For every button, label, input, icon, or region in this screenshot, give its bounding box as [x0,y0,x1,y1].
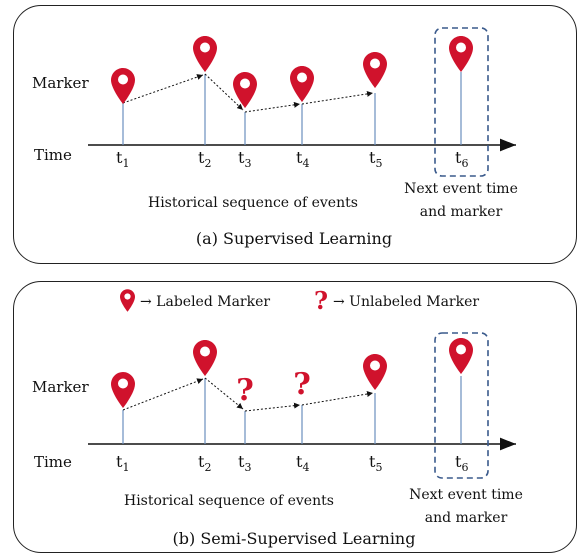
transition-arrow [122,74,204,104]
time-label-t6: t6 [455,148,468,170]
transition-arrow [244,402,301,412]
location-pin-icon [111,68,135,104]
transition-arrow [301,391,374,406]
location-pin-icon [449,36,473,72]
transition-arrow [122,378,204,411]
caption-supervised: (a) Supervised Learning [196,229,392,248]
time-axis-label: Time [34,453,72,471]
time-label-t3: t3 [238,452,251,474]
historical-sequence-label: Historical sequence of events [148,195,358,211]
question-mark-icon: ? [236,373,254,408]
location-pin-icon [233,72,257,108]
unlabeled-question-icon: ? [314,286,328,315]
time-label-t4: t4 [296,148,309,170]
next-event-box [434,332,489,479]
location-pin-icon [193,340,217,376]
marker-axis-label: Marker [32,378,89,396]
time-label-t3: t3 [238,148,251,170]
next-event-label-line1: Next event time [409,487,523,503]
location-pin-icon [363,354,387,390]
location-pin-icon [290,66,314,102]
location-pin-icon [111,372,135,408]
location-pin-icon [363,52,387,88]
time-label-t4: t4 [296,452,309,474]
historical-sequence-label: Historical sequence of events [124,493,334,509]
panel-supervised [13,5,577,264]
next-event-label-line2: and marker [420,204,503,220]
legend-labeled: → Labeled Marker [140,294,270,310]
location-pin-icon [193,36,217,72]
transition-arrow [204,73,244,111]
time-label-t6: t6 [455,452,468,474]
question-mark-icon: ? [293,367,311,402]
labeled-pin-icon [120,289,135,312]
panel-semi-supervised [13,281,577,553]
time-label-t1: t1 [116,148,129,170]
location-pin-icon [449,338,473,374]
next-event-label-line1: Next event time [404,181,518,197]
transition-arrow [244,101,301,113]
time-label-t2: t2 [198,452,211,474]
next-event-label-line2: and marker [425,510,508,526]
next-event-box [434,27,489,177]
marker-axis-label: Marker [32,74,89,92]
panel-a-content: Marker Time t1 t2 t3 t4 t5 t6 Historical [32,27,518,248]
time-axis-label: Time [34,146,72,164]
transition-arrow [204,377,244,410]
time-label-t5: t5 [369,148,382,170]
time-label-t5: t5 [369,452,382,474]
legend-unlabeled: → Unlabeled Marker [333,294,479,310]
time-label-t2: t2 [198,148,211,170]
time-label-t1: t1 [116,452,129,474]
caption-semi-supervised: (b) Semi-Supervised Learning [173,529,416,548]
panel-b-content: → Labeled Marker ? → Unlabeled Marker Ma… [32,286,523,548]
transition-arrow [301,90,374,105]
